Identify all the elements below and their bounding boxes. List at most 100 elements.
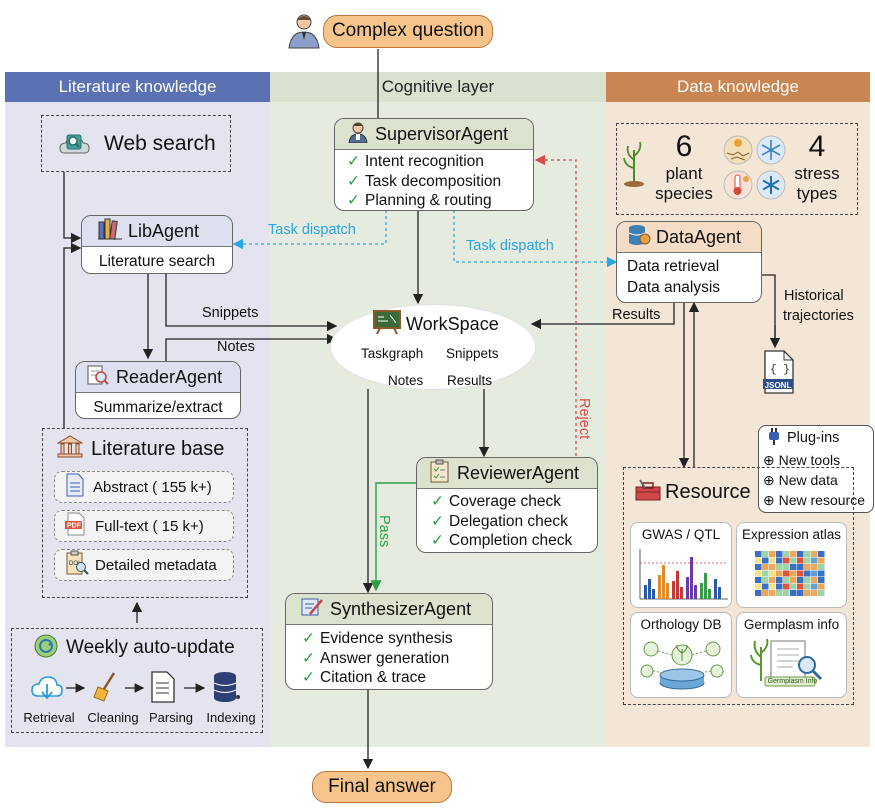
fulltext-label: Full-text ( 15 k+) xyxy=(95,517,204,535)
heatmap-cell xyxy=(783,570,790,577)
workspace-snippets: Snippets xyxy=(446,346,499,361)
heatmap-cell xyxy=(762,557,769,564)
heatmap-cell xyxy=(818,583,825,590)
workspace-taskgraph: Taskgraph xyxy=(361,346,424,361)
heatmap-cell xyxy=(762,583,769,590)
lib-agent-header: LibAgent xyxy=(82,216,232,247)
drought-icon xyxy=(723,135,753,170)
svg-text:PDF: PDF xyxy=(67,523,82,530)
synth-item-evidence: ✓Evidence synthesis xyxy=(302,630,453,647)
reader-agent-title: ReaderAgent xyxy=(116,366,223,387)
weekly-update: Weekly auto-update xyxy=(11,628,263,733)
supervisor-agent-header: SupervisorAgent xyxy=(335,119,533,150)
step-cleaning: Cleaning xyxy=(87,710,139,725)
check-icon: ✓ xyxy=(302,649,315,667)
svg-text:DOI: DOI xyxy=(69,561,80,567)
plus-circle-icon: ⊕ xyxy=(763,492,775,508)
literature-base: Literature base Abstract ( 155 k+) PDF F… xyxy=(42,428,248,598)
workspace xyxy=(330,304,536,390)
heatmap-cell xyxy=(811,557,818,564)
heatmap-cell xyxy=(804,564,811,570)
synth-item-citation: ✓Citation & trace xyxy=(302,669,426,686)
data-agent-analysis: Data analysis xyxy=(627,279,721,296)
heatmap-cell xyxy=(776,583,783,590)
data-agent: DataAgent Data retrieval Data analysis xyxy=(616,221,762,303)
check-icon: ✓ xyxy=(302,669,315,686)
plugin-item-data: ⊕ New data xyxy=(763,472,838,488)
plugin-item-tools: ⊕ New tools xyxy=(763,452,841,468)
heatmap-cell xyxy=(804,551,811,557)
plug-icon xyxy=(765,427,783,450)
step-parsing: Parsing xyxy=(148,710,194,725)
stress-label-2: types xyxy=(796,184,838,203)
heatmap-cell xyxy=(790,577,797,583)
resource-header: Resource xyxy=(635,478,751,507)
heatmap-cell xyxy=(762,551,769,557)
metadata-label: Detailed metadata xyxy=(95,556,217,574)
germplasm-icon xyxy=(750,638,823,687)
heatmap-cell xyxy=(797,551,804,557)
plugin-item-resource: ⊕ New resource xyxy=(763,492,865,508)
web-search-icon xyxy=(58,129,92,159)
heatmap-cell xyxy=(790,564,797,570)
task-dispatch-left-label: Task dispatch xyxy=(268,222,356,238)
heatmap-cell xyxy=(783,583,790,590)
heatmap-cell xyxy=(755,564,762,570)
check-icon: ✓ xyxy=(302,630,315,647)
data-agent-header: DataAgent xyxy=(617,222,761,253)
heatmap-cell xyxy=(797,570,804,577)
check-icon: ✓ xyxy=(347,153,360,170)
reject-edge-label: Reject xyxy=(576,398,592,440)
check-icon: ✓ xyxy=(347,192,360,209)
heatmap-cell xyxy=(755,583,762,590)
reviewer-item-coverage: ✓Coverage check xyxy=(431,493,562,510)
heatmap-cell xyxy=(755,590,762,596)
heatmap-cell xyxy=(769,577,776,583)
final-answer-pill: Final answer xyxy=(312,771,452,803)
heatmap-cell xyxy=(790,583,797,590)
heatmap-cell xyxy=(811,590,818,596)
broom-icon xyxy=(92,671,120,708)
heatmap-cell xyxy=(804,570,811,577)
metadata-icon: DOI xyxy=(65,550,89,580)
plus-circle-icon: ⊕ xyxy=(763,472,775,488)
step-retrieval: Retrieval xyxy=(23,710,75,725)
synthesizer-agent-title: SynthesizerAgent xyxy=(330,598,472,619)
germplasm-caption: Germplasm Info xyxy=(767,678,818,685)
data-agent-icon xyxy=(627,224,651,251)
sprout-icon xyxy=(622,140,646,193)
heatmap-cell xyxy=(783,590,790,596)
heatmap-cell xyxy=(783,557,790,564)
heatmap-cell xyxy=(790,590,797,596)
checklist-icon xyxy=(429,459,451,488)
chalkboard-icon xyxy=(372,309,402,340)
heatmap-cell xyxy=(762,577,769,583)
heatmap-icon xyxy=(755,551,825,596)
resource-box xyxy=(623,467,854,705)
abstract-label: Abstract ( 155 k+) xyxy=(93,478,212,496)
plugins-title: Plug-ins xyxy=(787,430,840,446)
workspace-title: WorkSpace xyxy=(406,314,499,334)
expression-panel: Expression atlas xyxy=(736,522,847,608)
lib-agent: LibAgent Literature search xyxy=(81,215,233,274)
heatmap-cell xyxy=(762,570,769,577)
heatmap-cell xyxy=(769,564,776,570)
resource-title: Resource xyxy=(665,481,751,503)
heatmap-cell xyxy=(776,564,783,570)
metadata-item: DOI Detailed metadata xyxy=(54,549,234,581)
weekly-header: Weekly auto-update xyxy=(12,629,262,667)
document-icon xyxy=(65,473,85,501)
abstract-item: Abstract ( 155 k+) xyxy=(54,471,234,503)
heatmap-cell xyxy=(755,557,762,564)
parsing-doc-icon xyxy=(150,671,176,708)
gwas-panel: GWAS / QTL xyxy=(630,522,732,608)
jsonl-file-label: JSONL xyxy=(764,381,792,390)
lib-agent-title: LibAgent xyxy=(128,220,200,241)
heatmap-cell xyxy=(790,551,797,557)
pass-edge-label: Pass xyxy=(376,515,392,548)
historical-label-1: Historical xyxy=(784,288,844,304)
database-icon xyxy=(212,671,242,708)
heatmap-cell xyxy=(755,570,762,577)
synthesizer-agent-header: SynthesizerAgent xyxy=(286,594,492,625)
orthology-db-icon xyxy=(640,641,724,690)
